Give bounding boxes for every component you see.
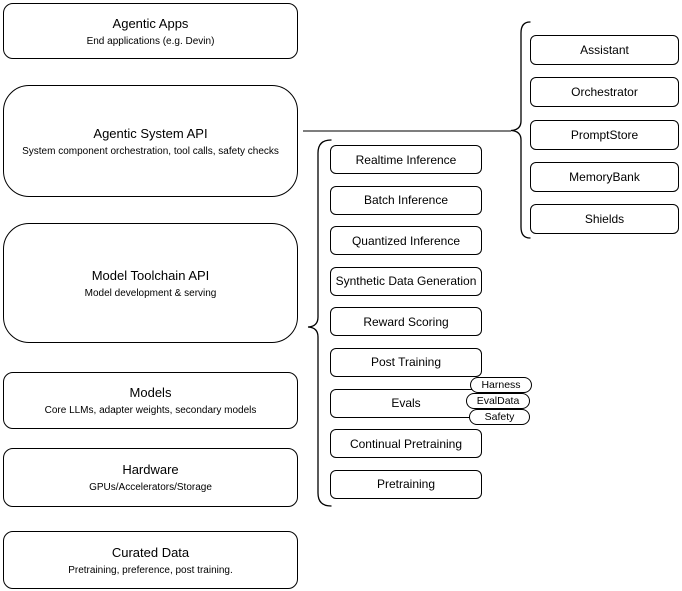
eval-tag: Harness <box>470 377 532 393</box>
system-node: MemoryBank <box>530 161 679 192</box>
eval-tag: EvalData <box>466 393 530 409</box>
toolchain-node: Batch Inference <box>330 185 482 215</box>
layer-title: Agentic System API <box>93 125 208 141</box>
layer-node: Model Toolchain API Model development & … <box>3 223 298 343</box>
eval-tag: Safety <box>469 409 530 425</box>
layer-title: Curated Data <box>111 544 190 560</box>
system-node: PromptStore <box>530 119 679 150</box>
layer-subtitle: System component orchestration, tool cal… <box>22 145 279 157</box>
toolchain-components-bracket <box>307 139 332 507</box>
toolchain-node: Reward Scoring <box>330 307 482 337</box>
toolchain-node: Synthetic Data Generation <box>330 266 482 296</box>
toolchain-node: Quantized Inference <box>330 226 482 256</box>
toolchain-node: Continual Pretraining <box>330 429 482 459</box>
layer-node: Hardware GPUs/Accelerators/Storage <box>3 448 298 507</box>
toolchain-node: Post Training <box>330 347 482 377</box>
system-node: Assistant <box>530 35 679 65</box>
system-node: Orchestrator <box>530 77 679 108</box>
layer-subtitle: Model development & serving <box>84 287 217 299</box>
system-components-bracket <box>510 21 531 239</box>
toolchain-node: Pretraining <box>330 469 482 499</box>
layer-title: Hardware <box>122 462 179 477</box>
layer-node: Agentic System API System component orch… <box>3 85 298 197</box>
layer-subtitle: Core LLMs, adapter weights, secondary mo… <box>44 405 257 416</box>
layer-title: Model Toolchain API <box>91 267 210 283</box>
system-node: Shields <box>530 204 679 235</box>
layer-node: Models Core LLMs, adapter weights, secon… <box>3 372 298 429</box>
layer-node: Curated Data Pretraining, preference, po… <box>3 531 298 589</box>
layer-subtitle: GPUs/Accelerators/Storage <box>89 482 212 493</box>
toolchain-node: Realtime Inference <box>330 145 482 174</box>
toolchain-node: Evals <box>330 388 482 418</box>
layer-subtitle: End applications (e.g. Devin) <box>86 35 215 47</box>
layer-title: Agentic Apps <box>112 15 189 31</box>
layer-subtitle: Pretraining, preference, post training. <box>68 564 233 576</box>
layer-node: Agentic Apps End applications (e.g. Devi… <box>3 3 298 59</box>
layer-title: Models <box>129 385 172 400</box>
